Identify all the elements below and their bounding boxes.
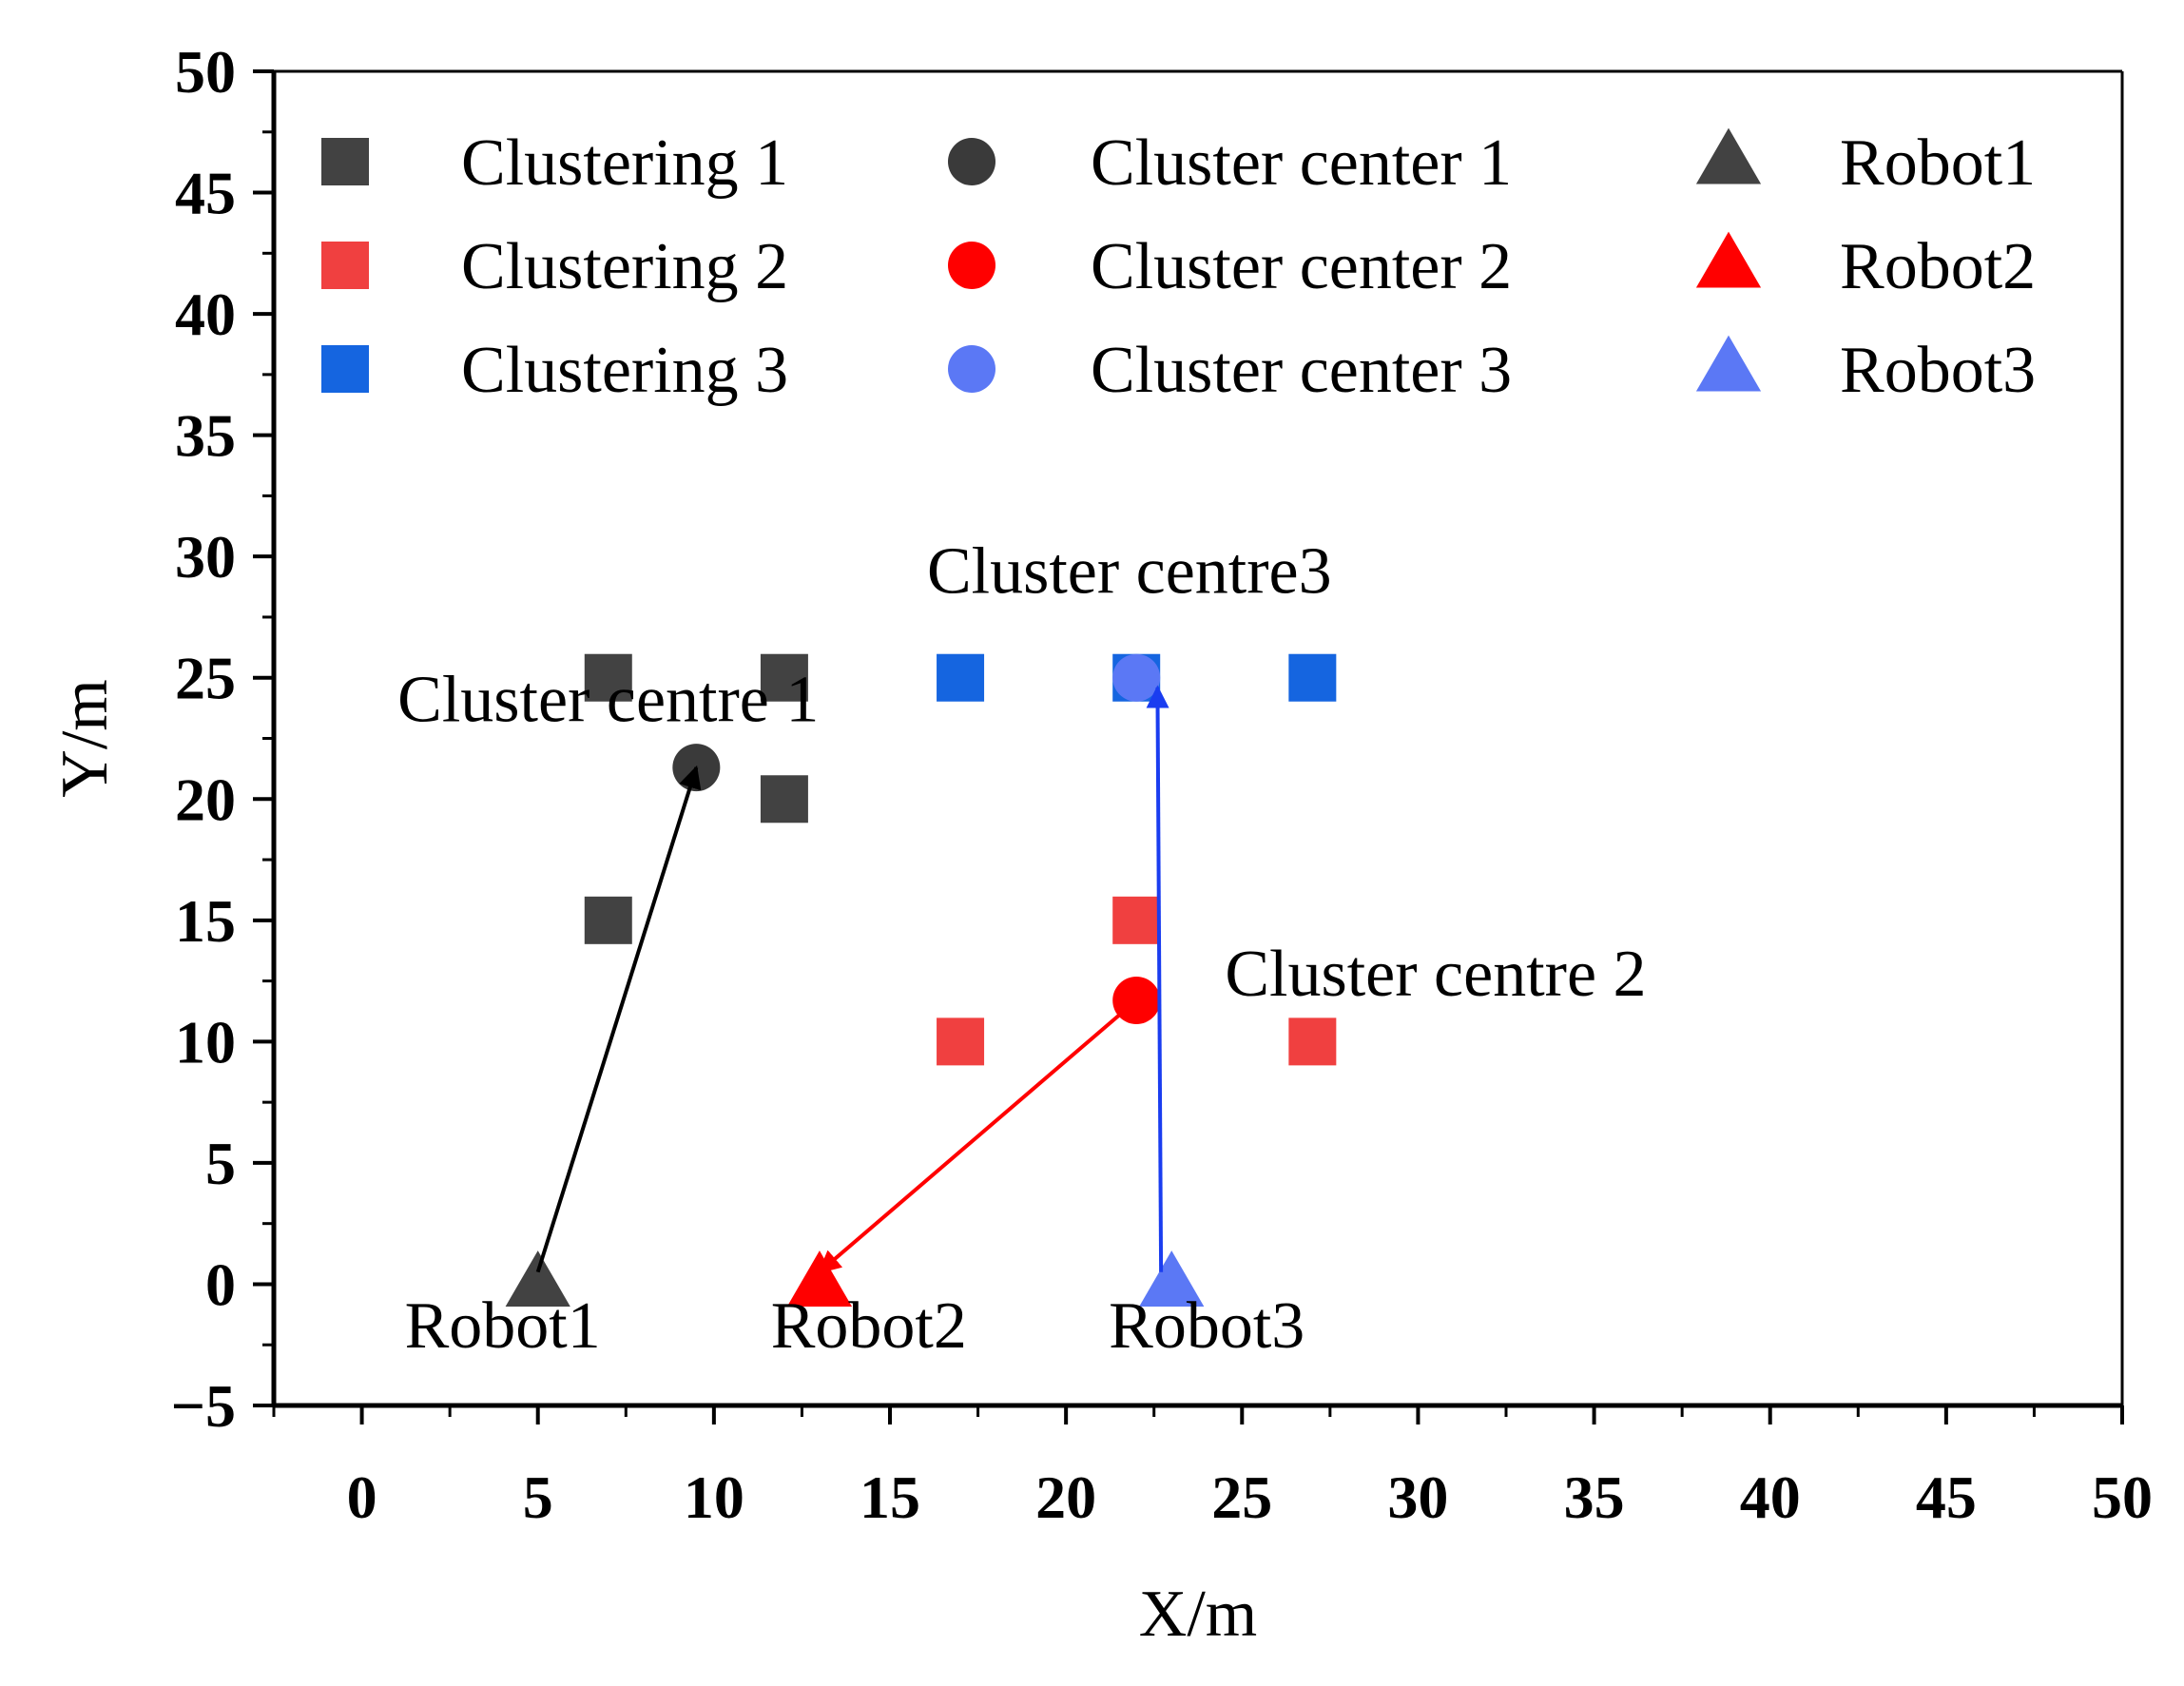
legend-marker	[1695, 335, 1762, 392]
y-axis-label: Y/m	[48, 679, 122, 797]
clustering-3-marker	[1288, 653, 1337, 702]
legend-label: Robot1	[1840, 126, 2036, 200]
x-tick-label: 45	[1916, 1463, 1977, 1531]
legend-marker	[1695, 231, 1762, 288]
y-tick-label: 45	[175, 160, 236, 227]
x-axis-label: X/m	[1139, 1578, 1257, 1651]
clustering-1-marker	[584, 896, 632, 944]
axes: 0 5 10 15 20 25 30 35 40 45 50 −5 0 5 10 15 20 25 30 35 40 45…	[48, 38, 2153, 1651]
legend-marker	[321, 242, 369, 289]
y-tick-label: 10	[175, 1008, 236, 1076]
y-tick-label: 35	[175, 402, 236, 470]
annotation-label: Cluster centre 2	[1225, 938, 1646, 1011]
annotation-label: Robot1	[405, 1289, 601, 1363]
legend-label: Clustering 3	[461, 334, 788, 407]
clustering-1-marker	[584, 653, 632, 702]
clustering-1-marker	[760, 775, 808, 824]
x-tick-label: 40	[1740, 1463, 1801, 1531]
clustering-1-marker	[760, 653, 808, 702]
x-tick-label: 10	[684, 1463, 744, 1531]
legend-label: Clustering 1	[461, 126, 788, 200]
legend-marker	[1695, 127, 1762, 184]
clustering-3-marker	[937, 653, 985, 702]
robot2-marker	[786, 1250, 853, 1308]
legend-label: Clustering 2	[461, 230, 788, 303]
x-tick-label: 0	[347, 1463, 377, 1531]
y-tick-label: 20	[175, 765, 236, 833]
legend-marker	[321, 138, 369, 185]
y-tick-label: 0	[205, 1250, 236, 1318]
x-tick-label: 35	[1564, 1463, 1625, 1531]
robot1-marker	[505, 1250, 570, 1308]
x-tick-label: 50	[2092, 1463, 2153, 1531]
clustering-2-marker	[1288, 1017, 1337, 1066]
y-tick-label: 15	[175, 887, 236, 955]
legend-marker	[321, 345, 369, 393]
annotation-label: Cluster centre3	[927, 534, 1332, 608]
cluster-center-3-marker	[1112, 653, 1161, 702]
legend-label: Cluster center 3	[1091, 334, 1512, 407]
data-markers	[505, 653, 1337, 1308]
legend-label: Robot2	[1840, 230, 2036, 303]
y-tick-label: 30	[175, 523, 236, 591]
legend-marker	[948, 138, 995, 185]
path-arrow	[535, 765, 702, 1273]
x-tick-label: 30	[1387, 1463, 1448, 1531]
path-arrow	[818, 998, 1139, 1274]
x-tick-label: 25	[1211, 1463, 1272, 1531]
y-tick-label: 5	[205, 1130, 236, 1197]
clustering-2-marker	[937, 1017, 985, 1066]
arrows	[535, 685, 1169, 1274]
legend-label: Cluster center 2	[1091, 230, 1512, 303]
x-tick-label: 20	[1035, 1463, 1096, 1531]
y-tick-label: −5	[171, 1372, 236, 1440]
y-tick-label: 25	[175, 645, 236, 712]
path-arrow	[1146, 685, 1169, 1272]
x-tick-label: 5	[523, 1463, 553, 1531]
annotation-label: Robot3	[1109, 1289, 1305, 1363]
annotation-label: Cluster centre 1	[397, 664, 819, 737]
clustering-2-marker	[1112, 896, 1161, 944]
y-tick-label: 40	[175, 281, 236, 348]
legend: Clustering 1 Clustering 2 Clustering 3 Clus…	[321, 126, 2036, 407]
robot3-marker	[1139, 1250, 1205, 1308]
legend-marker	[948, 242, 995, 289]
legend-label: Cluster center 1	[1091, 126, 1512, 200]
y-tick-label: 50	[175, 38, 236, 106]
x-tick-label: 15	[860, 1463, 920, 1531]
annotation-label: Robot2	[771, 1289, 967, 1363]
legend-label: Robot3	[1840, 334, 2036, 407]
legend-marker	[948, 345, 995, 393]
